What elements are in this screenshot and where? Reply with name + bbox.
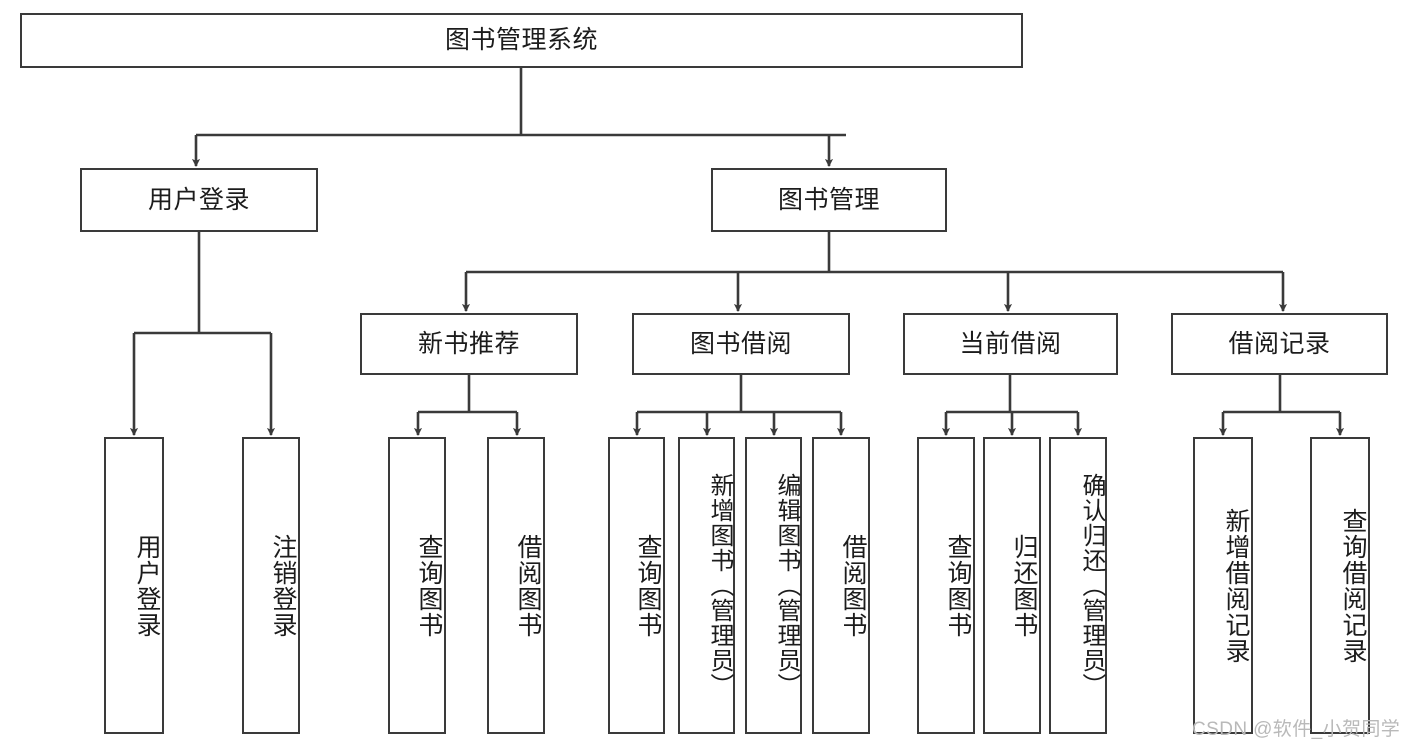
csdn-watermark: CSDN @软件_小贺同学: [1192, 719, 1401, 740]
node-leaf-11[interactable]: 确认归还（管理员）: [1049, 437, 1107, 734]
node-leaf-8[interactable]: 借阅图书: [812, 437, 870, 734]
node-leaf-13[interactable]: 查询借阅记录: [1310, 437, 1370, 734]
node-leaf-7[interactable]: 编辑图书（管理员）: [745, 437, 802, 734]
node-leaf-4[interactable]: 借阅图书: [487, 437, 545, 734]
node-level3-4[interactable]: 借阅记录: [1171, 313, 1388, 375]
node-leaf-1[interactable]: 用户登录: [104, 437, 164, 734]
node-leaf-2[interactable]: 注销登录: [242, 437, 300, 734]
node-level3-3[interactable]: 当前借阅: [903, 313, 1118, 375]
node-level3-1[interactable]: 新书推荐: [360, 313, 578, 375]
node-level2-2[interactable]: 图书管理: [711, 168, 947, 232]
node-root-system[interactable]: 图书管理系统: [20, 13, 1023, 68]
node-level3-2[interactable]: 图书借阅: [632, 313, 850, 375]
node-leaf-3[interactable]: 查询图书: [388, 437, 446, 734]
node-leaf-9[interactable]: 查询图书: [917, 437, 975, 734]
node-leaf-5[interactable]: 查询图书: [608, 437, 665, 734]
node-leaf-12[interactable]: 新增借阅记录: [1193, 437, 1253, 734]
node-leaf-10[interactable]: 归还图书: [983, 437, 1041, 734]
node-leaf-6[interactable]: 新增图书（管理员）: [678, 437, 735, 734]
node-level2-1[interactable]: 用户登录: [80, 168, 318, 232]
